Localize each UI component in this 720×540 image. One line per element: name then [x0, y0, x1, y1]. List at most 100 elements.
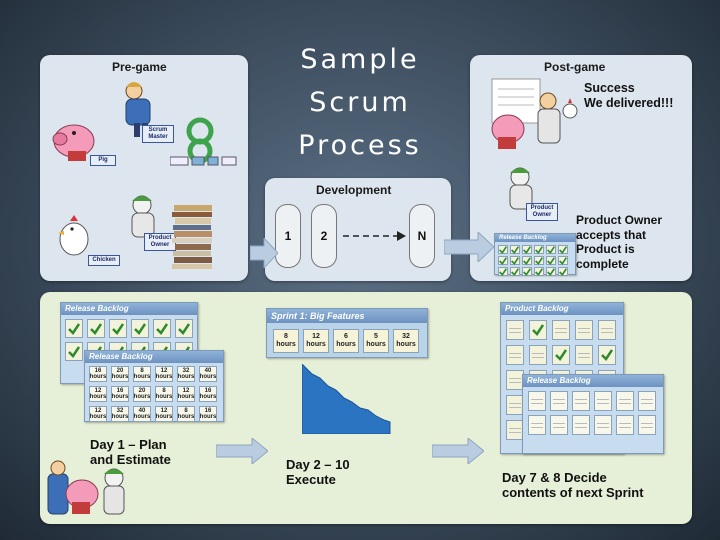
task-cell [528, 415, 546, 435]
task-cell [575, 320, 593, 340]
hours-cell: 16 hours [199, 406, 217, 422]
arrow-pregame-to-dev [250, 238, 278, 268]
accept-line-4: complete [576, 256, 629, 271]
hours-cell: 40 hours [199, 366, 217, 382]
sprint-title: Sprint 1: Big Features [267, 309, 427, 323]
sprint-panel: Release Backlog Release Backlog 16 hours… [40, 292, 692, 524]
task-cell [572, 391, 590, 411]
arrow-dev-to-postgame [444, 232, 494, 262]
development-title: Development [316, 183, 392, 197]
task-cell [594, 391, 612, 411]
hours-cell: 40 hours [133, 406, 151, 422]
chicken-figure [58, 215, 89, 256]
check-cell [510, 267, 520, 276]
check-cell [65, 342, 83, 361]
hours-cell: 16 hours [89, 366, 107, 382]
hours-cell: 12 hours [155, 406, 173, 422]
check-cell [510, 245, 520, 254]
hours-cell: 8 hours [177, 406, 195, 422]
task-cell [552, 320, 570, 340]
task-cell [550, 415, 568, 435]
stage-2: 2 [311, 204, 337, 268]
title-line-2: Scrum [309, 87, 411, 118]
pig-tag: Pig [90, 155, 116, 166]
task-cell [572, 415, 590, 435]
hours-cell: 8 hours [133, 366, 151, 382]
check-cell [558, 256, 568, 265]
day1-text: Day 1 – Plan and Estimate [90, 437, 171, 467]
hours-cell: 12 hours [89, 386, 107, 402]
task-cell [638, 415, 656, 435]
release-backlog-next: Release Backlog [522, 374, 664, 454]
mini-backlog-grid [498, 245, 568, 276]
check-cell [558, 245, 568, 254]
day1-line-2: and Estimate [90, 452, 171, 467]
hours-cell: 12 hours [155, 366, 173, 382]
check-cell [498, 267, 508, 276]
check-cell [131, 319, 149, 338]
title-line-1: Sample [300, 44, 420, 75]
postgame-panel: Post-game Success We delivered!!! Produc… [470, 55, 692, 281]
product-owner-figure [131, 195, 155, 238]
scrum-master-tag: Scrum Master [142, 125, 174, 143]
check-cell [534, 245, 544, 254]
release-backlog-label-3: Release Backlog [523, 375, 663, 387]
hours-cell: 16 hours [199, 386, 217, 402]
check-cell [522, 245, 532, 254]
check-cell [175, 319, 193, 338]
day7-line-2: contents of next Sprint [502, 485, 644, 500]
hours-cell: 20 hours [133, 386, 151, 402]
task-cell [575, 345, 593, 365]
day2-text: Day 2 – 10 Execute [286, 457, 350, 487]
success-line-2: We delivered!!! [584, 96, 674, 110]
check-cell [522, 267, 532, 276]
task-cell [528, 391, 546, 411]
product-owner-tag-post: Product Owner [526, 203, 558, 221]
hours-cell: 32 hours [177, 366, 195, 382]
day1-line-1: Day 1 – Plan [90, 437, 167, 452]
hours-cell: 12 hours [177, 386, 195, 402]
slide-title: Sample Scrum Process [290, 38, 430, 167]
conveyor-graphic [170, 156, 237, 166]
release-backlog-label: Release Backlog [61, 303, 197, 315]
book-stack-graphic [172, 205, 212, 269]
mini-backlog-label: Release Backlog [495, 234, 575, 242]
day7-line-1: Day 7 & 8 Decide [502, 470, 607, 485]
check-cell [546, 267, 556, 276]
hours-cell: 32 hours [111, 406, 129, 422]
burndown-chart [302, 364, 391, 434]
task-cell [638, 391, 656, 411]
check-cell [510, 256, 520, 265]
check-cell [534, 256, 544, 265]
check-cell [546, 256, 556, 265]
arrow-day1-to-sprint [216, 438, 268, 464]
celebration-figures [491, 78, 578, 149]
task-cell [616, 415, 634, 435]
check-cell [498, 245, 508, 254]
hours-cell: 8 hours [155, 386, 173, 402]
pig-figure [52, 124, 95, 161]
pregame-panel: Pre-game Scrum Master Pig Product Owner [40, 55, 248, 281]
check-cell [87, 319, 105, 338]
chicken-tag: Chicken [88, 255, 120, 266]
success-line-1: Success [584, 81, 635, 95]
title-line-3: Process [298, 130, 422, 161]
hours-cell: 12 hours [89, 406, 107, 422]
task-cell [506, 320, 524, 340]
check-cell [153, 319, 171, 338]
check-cell [498, 256, 508, 265]
day2-line-1: Day 2 – 10 [286, 457, 350, 472]
task-cell [529, 345, 547, 365]
accept-line-1: Product Owner [576, 213, 663, 227]
check-cell [522, 256, 532, 265]
check-cell [534, 267, 544, 276]
